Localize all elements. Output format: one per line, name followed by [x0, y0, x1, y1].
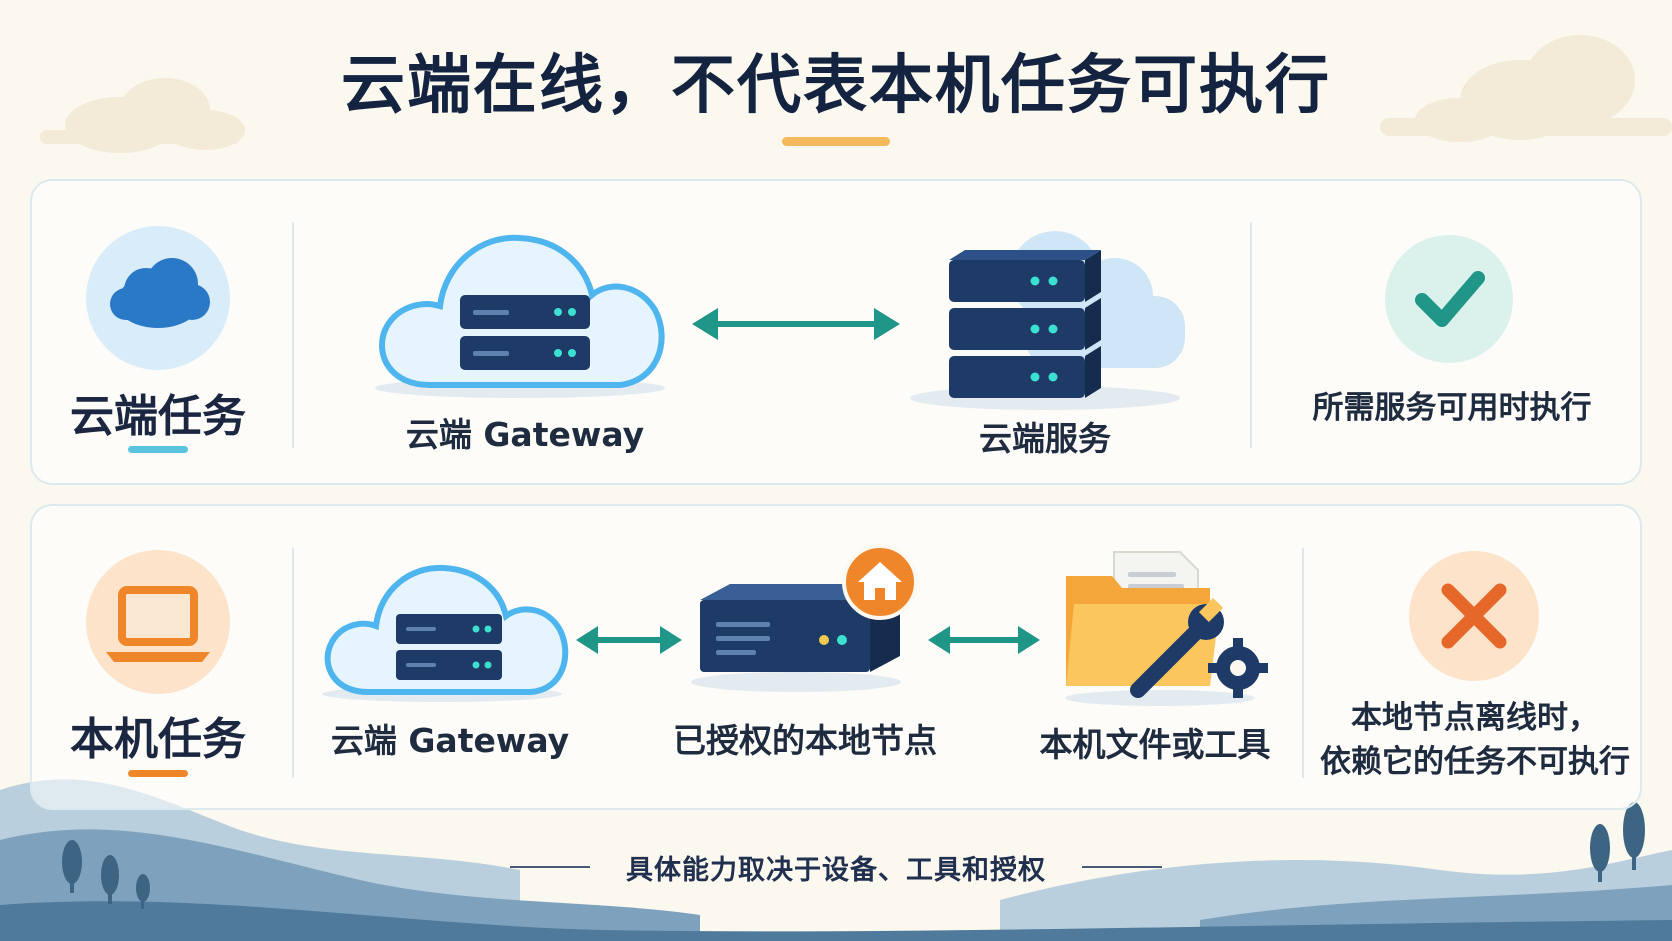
local-files-tools-icon: [1065, 551, 1268, 706]
cloud-task-underline: [128, 446, 188, 453]
row2-divider-right: [1302, 548, 1304, 778]
cloud-service-label: 云端服务: [979, 419, 1111, 458]
row2-divider-left: [292, 548, 294, 778]
cloud-task-result: 所需服务可用时执行: [1312, 390, 1592, 426]
row1-bidirectional-arrow: [692, 308, 900, 340]
footer-note: 具体能力取决于设备、工具和授权: [626, 855, 1046, 886]
top-right-cloud-decoration: [1380, 35, 1672, 142]
row1-divider-right: [1250, 222, 1252, 448]
bottom-hills-decoration: [0, 779, 1672, 941]
failure-cross-icon: [1409, 551, 1539, 681]
footer-line-left: [510, 866, 590, 868]
laptop-category-icon: [86, 550, 230, 694]
cloud-task-label: 云端任务: [70, 391, 246, 442]
success-check-icon: [1385, 235, 1513, 363]
local-task-underline: [128, 770, 188, 777]
cloud-category-icon: [86, 226, 230, 370]
cloud-task-panel: [30, 179, 1642, 485]
row2-arrow-right: [928, 626, 1040, 654]
page-title: 云端在线，不代表本机任务可执行: [341, 49, 1331, 123]
row2-arrow-left: [576, 626, 682, 654]
footer-line-right: [1082, 866, 1162, 868]
local-task-label: 本机任务: [70, 714, 246, 765]
local-node-icon: [691, 544, 918, 692]
local-files-tools-label: 本机文件或工具: [1039, 725, 1271, 764]
row2-cloud-gateway-icon: [322, 564, 569, 702]
top-left-cloud-decoration: [40, 78, 245, 153]
wrench-icon: [1130, 597, 1224, 698]
trees-decoration: [62, 802, 1645, 909]
gear-icon: [1208, 638, 1268, 698]
home-badge-icon: [842, 544, 918, 620]
row1-gateway-label: 云端 Gateway: [405, 415, 645, 454]
row1-divider-left: [292, 222, 294, 448]
cloud-service-icon: [910, 231, 1185, 410]
title-underline: [782, 137, 890, 146]
row2-gateway-label: 云端 Gateway: [330, 721, 570, 760]
cloud-gateway-icon: [375, 234, 665, 398]
local-task-result-line2: 依赖它的任务不可执行: [1320, 744, 1630, 780]
local-node-label: 已授权的本地节点: [673, 721, 937, 760]
local-task-result-line1: 本地节点离线时，: [1351, 700, 1599, 736]
local-task-result: 本地节点离线时， 依赖它的任务不可执行: [1310, 696, 1640, 784]
